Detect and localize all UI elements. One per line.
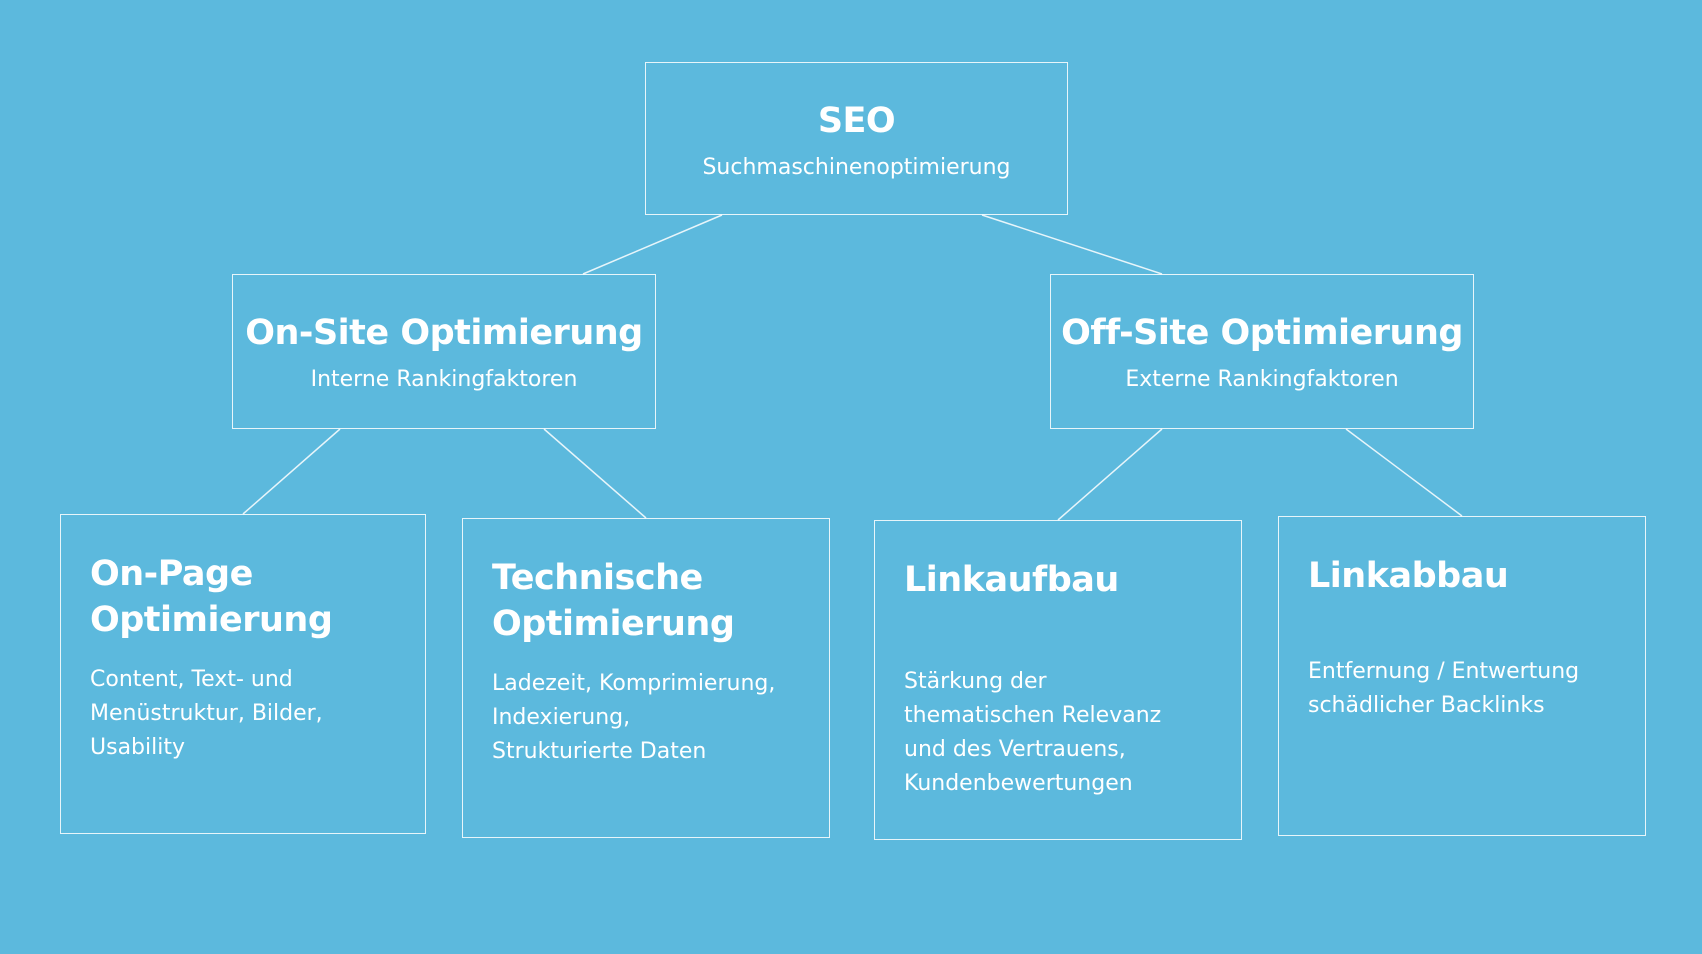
node-linkaufbau-title: Linkaufbau [904, 557, 1213, 603]
description-line: und des Vertrauens, [904, 737, 1126, 762]
description-line: Stärkung der [904, 669, 1047, 694]
connector-onsite-technische [543, 428, 647, 519]
node-on-site-optimierung: On-Site Optimierung Interne Rankingfakto… [232, 274, 656, 429]
node-technische-title: Technische Optimierung [492, 555, 801, 647]
node-on-site-subtitle: Interne Rankingfaktoren [310, 367, 578, 392]
connector-onsite-onpage [242, 428, 341, 515]
node-seo-title: SEO [817, 101, 896, 141]
title-line: On-Page [90, 554, 253, 594]
node-off-site-optimierung: Off-Site Optimierung Externe Rankingfakt… [1050, 274, 1474, 429]
description-line: Indexierung, [492, 705, 631, 730]
node-linkaufbau: Linkaufbau Stärkung der thematischen Rel… [874, 520, 1242, 840]
node-on-site-title: On-Site Optimierung [245, 313, 643, 353]
connector-offsite-linkaufbau [1057, 428, 1163, 521]
node-linkaufbau-description: Stärkung der thematischen Relevanz und d… [904, 665, 1213, 801]
node-seo: SEO Suchmaschinenoptimierung [645, 62, 1068, 215]
title-line: Optimierung [90, 600, 333, 640]
description-line: Entfernung / Entwertung [1308, 659, 1580, 684]
description-line: Menüstruktur, Bilder, [90, 701, 323, 726]
node-off-site-subtitle: Externe Rankingfaktoren [1125, 367, 1399, 392]
node-on-page-optimierung: On-Page Optimierung Content, Text- und M… [60, 514, 426, 834]
node-off-site-title: Off-Site Optimierung [1061, 313, 1463, 353]
description-line: schädlicher Backlinks [1308, 693, 1545, 718]
description-line: Kundenbewertungen [904, 771, 1133, 796]
node-linkabbau: Linkabbau Entfernung / Entwertung schädl… [1278, 516, 1646, 836]
node-linkabbau-description: Entfernung / Entwertung schädlicher Back… [1308, 655, 1617, 723]
node-on-page-title: On-Page Optimierung [90, 551, 397, 643]
title-line: Linkabbau [1308, 556, 1509, 596]
description-line: Strukturierte Daten [492, 739, 707, 764]
description-line: Ladezeit, Komprimierung, [492, 671, 776, 696]
node-linkabbau-title: Linkabbau [1308, 553, 1617, 599]
connector-root-offsite [981, 214, 1163, 275]
title-line: Technische [492, 558, 703, 598]
node-seo-subtitle: Suchmaschinenoptimierung [702, 155, 1011, 180]
node-on-page-description: Content, Text- und Menüstruktur, Bilder,… [90, 663, 397, 765]
description-line: thematischen Relevanz [904, 703, 1162, 728]
title-line: Linkaufbau [904, 560, 1119, 600]
connector-offsite-linkabbau [1345, 428, 1463, 517]
description-line: Usability [90, 735, 185, 760]
description-line: Content, Text- und [90, 667, 293, 692]
connector-root-onsite [582, 214, 723, 275]
title-line: Optimierung [492, 604, 735, 644]
node-technische-optimierung: Technische Optimierung Ladezeit, Komprim… [462, 518, 830, 838]
node-technische-description: Ladezeit, Komprimierung, Indexierung, St… [492, 667, 801, 769]
